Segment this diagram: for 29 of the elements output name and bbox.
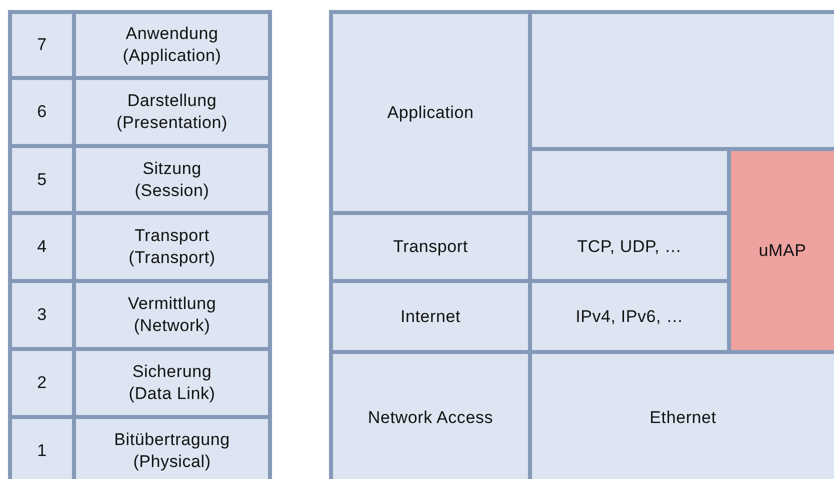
cell-text: 1 <box>37 440 47 462</box>
cell-text: Anwendung <box>126 23 218 45</box>
cell-text: 7 <box>37 34 47 56</box>
cell-subtext: (Application) <box>122 45 222 67</box>
cell-subtext: (Presentation) <box>116 112 228 134</box>
cell-text: Vermittlung <box>128 293 216 315</box>
cell-subtext: (Network) <box>134 315 210 337</box>
cell-text: 6 <box>37 101 47 123</box>
cell-text: 2 <box>37 372 47 394</box>
cell-text: Application <box>387 102 474 124</box>
cell-text: uMAP <box>758 240 806 262</box>
cell-subtext: (Physical) <box>133 451 211 473</box>
cell-subtext: (Session) <box>134 180 210 202</box>
cell-text: Transport <box>134 225 210 247</box>
cell-text: IPv4, IPv6, … <box>576 306 684 328</box>
cell-text: 5 <box>37 168 47 190</box>
cell-text: Ethernet <box>650 406 716 428</box>
cell-text: 4 <box>37 236 47 258</box>
cell-text: Sitzung <box>142 158 202 180</box>
cell-text: Network Access <box>368 406 494 428</box>
cell-text: 3 <box>37 304 47 326</box>
cell-text: Darstellung <box>127 90 217 112</box>
cell-text: Bitübertragung <box>114 429 230 451</box>
cell-subtext: (Transport) <box>128 247 216 269</box>
cell-text: Transport <box>393 236 468 258</box>
cell-text: Internet <box>400 306 461 328</box>
cell-text: TCP, UDP, … <box>577 236 682 258</box>
cell-subtext: (Data Link) <box>128 383 216 405</box>
cell-text: Sicherung <box>132 361 212 383</box>
